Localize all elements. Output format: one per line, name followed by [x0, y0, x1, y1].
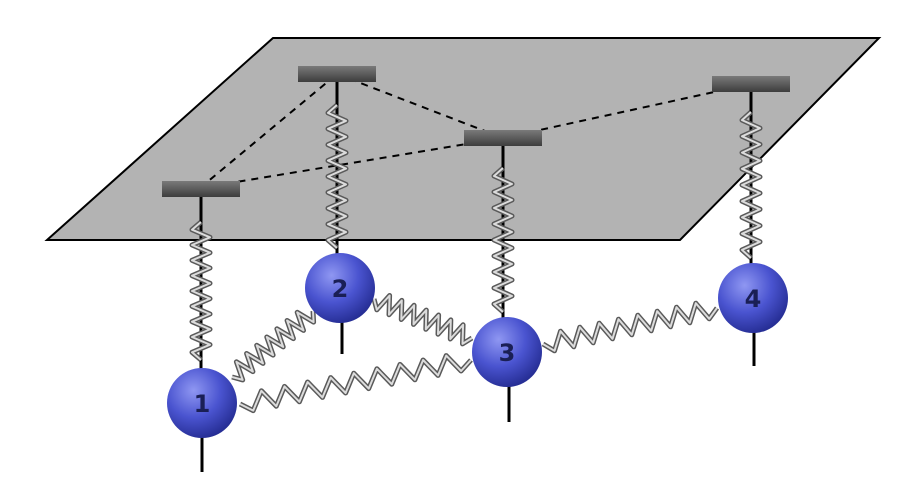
coupling-spring-2-3-coil [373, 294, 473, 345]
coupling-spring-2-3 [371, 293, 474, 347]
mass-2-ball [305, 253, 375, 323]
coupling-spring-3-4-coil [541, 300, 720, 354]
mass-1-ball [167, 368, 237, 438]
mass-4: 4 [718, 263, 788, 333]
mount-4 [712, 76, 790, 92]
vertical-springs [189, 82, 763, 370]
mass-1: 1 [167, 368, 237, 438]
vertical-spring-2 [325, 82, 349, 255]
support-plane [44, 37, 882, 241]
vertical-spring-4-coil [741, 111, 761, 259]
coupling-spring-1-3-coil [239, 354, 472, 412]
dashed-link-2-3 [336, 73, 504, 139]
dashed-link-3-4 [502, 83, 752, 139]
vertical-spring-3-coil [493, 167, 513, 313]
mass-4-ball [718, 263, 788, 333]
mass-2: 2 [305, 253, 375, 323]
mass-1-label: 1 [194, 390, 211, 418]
mounts [162, 66, 790, 197]
coupling-spring-1-2-coil [231, 310, 315, 381]
vertical-spring-1 [189, 197, 213, 370]
coupling-spring-1-3 [238, 353, 473, 414]
mount-3 [464, 130, 542, 146]
mount-1 [162, 181, 240, 197]
vertical-spring-4 [739, 92, 763, 264]
mount-connections [199, 73, 752, 189]
vertical-spring-2-coil [327, 104, 347, 249]
coupling-springs [231, 293, 720, 414]
mass-3-label: 3 [499, 339, 516, 367]
coupling-spring-1-2 [231, 309, 317, 383]
coupling-spring-1-3-coil [238, 353, 473, 414]
mass-4-label: 4 [745, 285, 762, 313]
vertical-spring-3 [491, 146, 515, 318]
dashed-link-1-2 [199, 73, 338, 189]
coupling-spring-3-4-coil [542, 302, 718, 352]
mass-3-ball [472, 317, 542, 387]
coupling-spring-3-4 [541, 300, 720, 354]
vertical-spring-1-coil [191, 221, 211, 361]
mass-3: 3 [472, 317, 542, 387]
mass-2-label: 2 [332, 275, 349, 303]
mount-2 [298, 66, 376, 82]
